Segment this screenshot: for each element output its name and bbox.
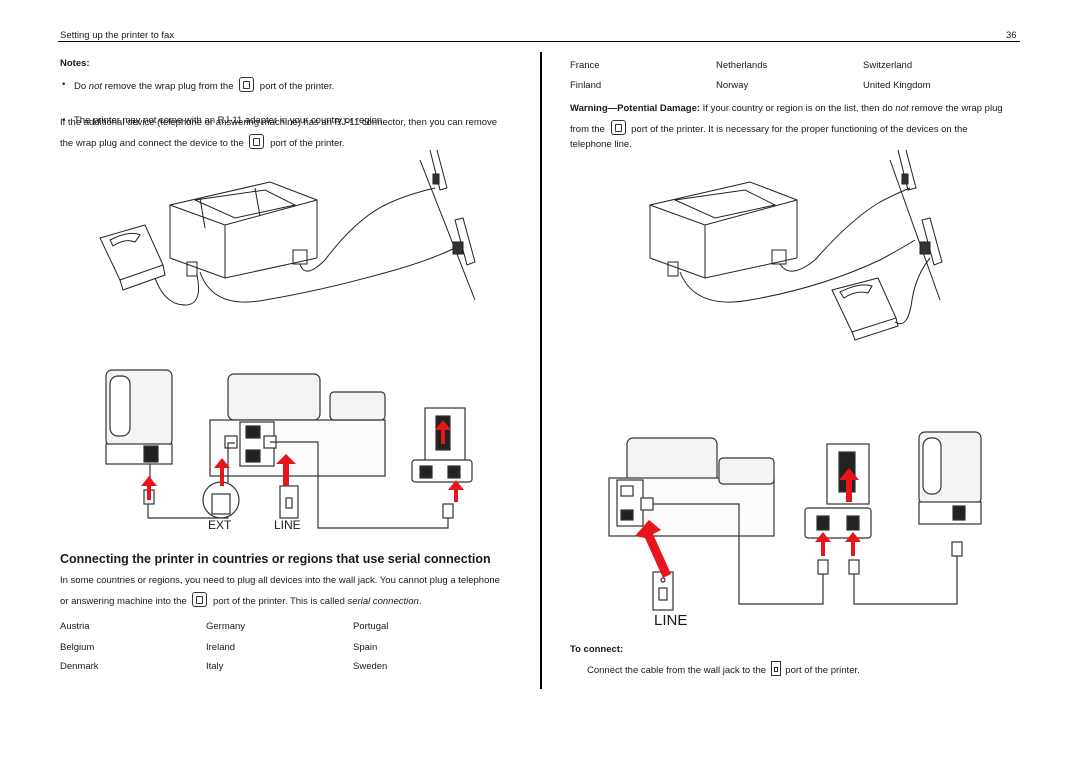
line-port-icon (770, 661, 781, 676)
country-cell: France (570, 60, 600, 71)
country-cell: Sweden (353, 661, 388, 672)
warning-text: remove the wrap plug (908, 103, 1003, 114)
page-number: 36 (1006, 30, 1017, 41)
phone-port-icon (192, 592, 208, 607)
paragraph-text: . (418, 596, 422, 607)
note-text: The printer may not come with an RJ-11 a… (74, 115, 385, 126)
paragraph-line: If the additional device (telephone or a… (60, 117, 498, 128)
note-item-2: The printer may not come with an RJ-11 a… (60, 113, 1080, 128)
step-text: Connect the cable from the wall jack to … (587, 665, 769, 676)
country-cell: Switzerland (863, 60, 913, 71)
country-cell: United Kingdom (863, 80, 931, 91)
country-cell: Spain (353, 642, 378, 653)
paragraph-rj11: If the additional device (telephone or a… (60, 115, 497, 151)
serial-paragraph: In some countries or regions, you need t… (60, 573, 500, 609)
note-text: Do (74, 81, 89, 92)
warning-paragraph: Warning—Potential Damage: If your countr… (570, 101, 1040, 152)
paragraph-emphasis: serial connection (347, 596, 419, 607)
country-cell: Netherlands (716, 60, 768, 71)
section-heading: Connecting the printer in countries or r… (60, 552, 491, 566)
figure-ext-line-schematic (105, 369, 473, 529)
paragraph-line: In some countries or regions, you need t… (60, 575, 500, 586)
figure-printer-phone-wall (99, 149, 476, 306)
ext-label: EXT (208, 518, 232, 532)
line-label: LINE (654, 612, 688, 629)
paragraph-text: the wrap plug and connect the device to … (60, 138, 247, 149)
paragraph-text: port of the printer. (267, 138, 345, 149)
step-text: port of the printer. (782, 665, 860, 676)
paragraph-text: port of the printer. This is called (210, 596, 348, 607)
country-cell: Austria (60, 621, 90, 632)
to-connect-step: Connect the cable from the wall jack to … (587, 661, 860, 678)
note-text: remove the wrap plug from the (102, 81, 237, 92)
country-cell: Norway (716, 80, 749, 91)
country-cell: Germany (206, 621, 246, 632)
warning-text: port of the printer. It is necessary for… (628, 124, 968, 135)
country-cell: Belgium (60, 642, 95, 653)
figure-printer-phone-wall-serial (649, 149, 943, 341)
note-item-1: Do not remove the wrap plug from the por… (60, 77, 1080, 94)
running-header: Setting up the printer to fax (60, 30, 175, 41)
line-label: LINE (274, 518, 301, 532)
phone-port-icon (610, 120, 626, 135)
warning-text: from the (570, 124, 608, 135)
warning-text: telephone line. (570, 139, 632, 150)
warning-emphasis: not (895, 103, 909, 114)
column-divider (540, 52, 542, 689)
country-cell: Denmark (60, 661, 99, 672)
phone-port-icon (239, 77, 255, 92)
phone-port-icon (249, 134, 265, 149)
figure-line-schematic-serial (608, 431, 982, 611)
country-cell: Ireland (206, 642, 236, 653)
paragraph-text: or answering machine into the (60, 596, 190, 607)
notes-title: Notes: (60, 58, 90, 69)
warning-text: If your country or region is on the list… (700, 103, 896, 114)
country-cell: Portugal (353, 621, 389, 632)
note-emphasis: not (88, 81, 103, 92)
to-connect-title: To connect: (570, 644, 624, 655)
header-rule (58, 41, 1020, 42)
country-cell: Italy (206, 661, 224, 672)
country-cell: Finland (570, 80, 602, 91)
note-text: port of the printer. (257, 81, 335, 92)
warning-label: Warning—Potential Damage: (570, 103, 701, 114)
